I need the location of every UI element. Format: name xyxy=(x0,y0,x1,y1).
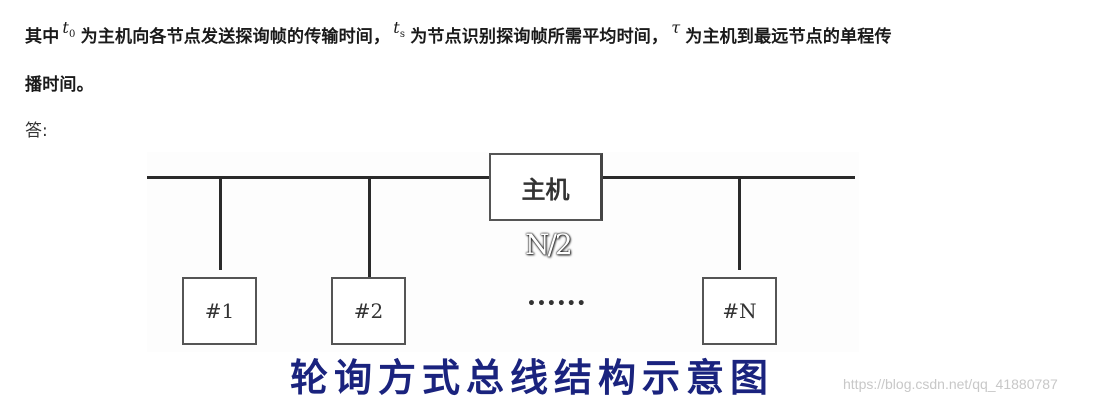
text-mid2: 为节点识别探询帧所需平均时间， xyxy=(410,27,669,47)
paragraph-line-2: 播时间。 xyxy=(25,75,94,95)
watermark: https://blog.csdn.net/qq_41880787 xyxy=(843,376,1058,392)
text-mid1: 为主机向各节点发送探询帧的传输时间， xyxy=(80,27,391,47)
answer-label: 答: xyxy=(25,121,48,141)
drop-line-n xyxy=(738,178,741,270)
node-box-n: #N xyxy=(702,277,777,345)
diagram-caption: 轮询方式总线结构示意图 xyxy=(290,355,775,400)
drop-line-2 xyxy=(368,178,371,278)
drop-line-1 xyxy=(219,178,222,270)
host-box: 主机 xyxy=(489,153,603,221)
center-label: N/2 xyxy=(525,228,573,261)
text-prefix: 其中 xyxy=(25,27,60,47)
t0-symbol: t0 xyxy=(62,18,76,41)
text-end: 为主机到最远节点的单程传 xyxy=(685,27,892,47)
node-box-1: #1 xyxy=(182,277,257,345)
bus-line-left xyxy=(147,176,490,179)
polling-bus-diagram: 主机 #1 #2 #N xyxy=(147,152,859,352)
tau-symbol: τ xyxy=(671,18,681,37)
ts-symbol: ts xyxy=(393,18,406,41)
ellipsis: •••••• xyxy=(527,296,587,312)
bus-line-right xyxy=(602,176,855,179)
node-box-2: #2 xyxy=(331,277,406,345)
